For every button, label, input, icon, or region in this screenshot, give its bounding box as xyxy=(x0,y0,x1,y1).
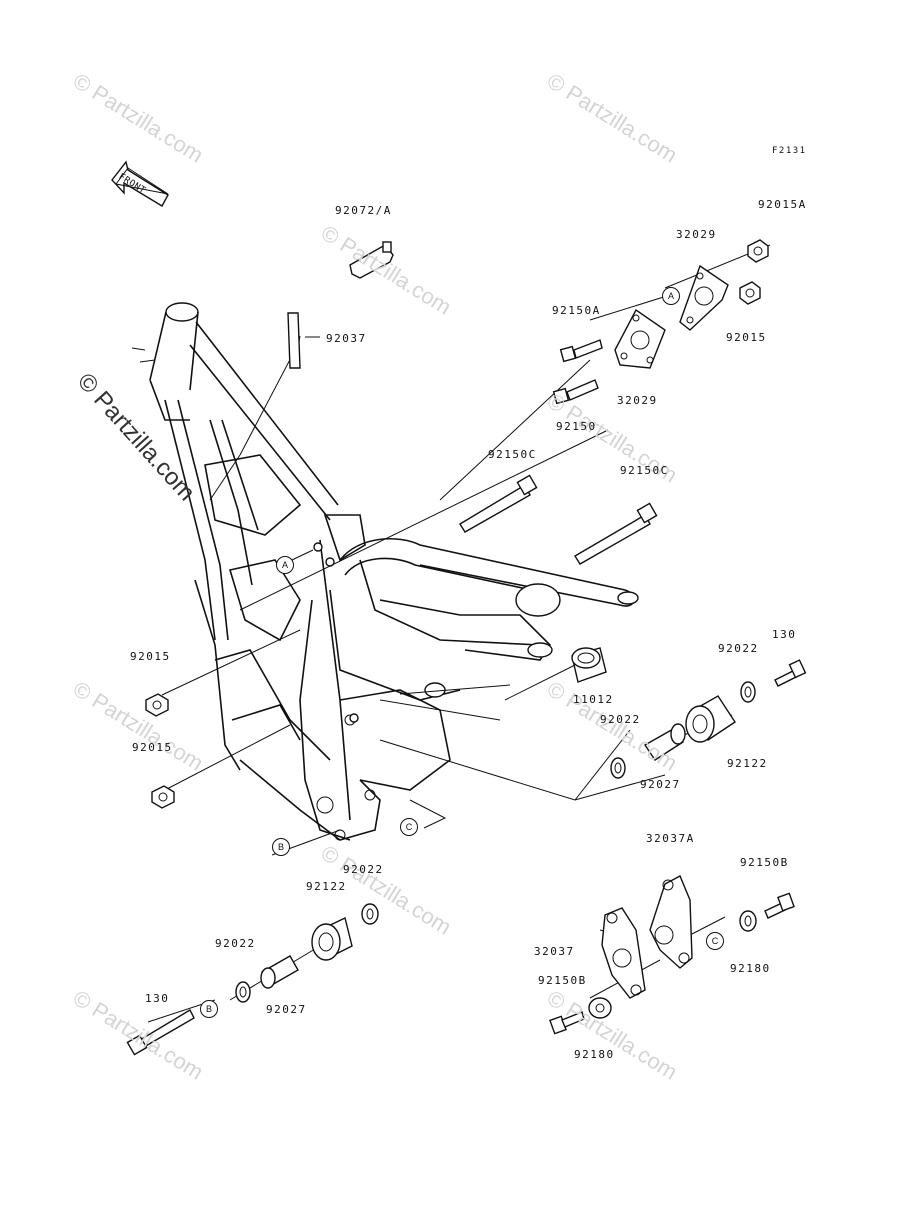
part-label-130-bottom: 130 xyxy=(145,992,170,1005)
bolt-92150A xyxy=(559,339,603,363)
bushing-92122-right xyxy=(685,695,736,743)
part-label-92122-right: 92122 xyxy=(727,757,768,770)
part-label-92015-left2: 92015 xyxy=(132,741,173,754)
nut-92015-left1 xyxy=(145,693,169,717)
bolt-92150C-right xyxy=(574,502,658,565)
part-label-92150c-left: 92150C xyxy=(488,448,537,461)
part-label-92015-left1: 92015 xyxy=(130,650,171,663)
callout-b: B xyxy=(272,838,290,856)
plate-32029-top xyxy=(679,264,729,331)
washer-92180-right xyxy=(739,910,757,932)
part-label-32037: 32037 xyxy=(534,945,575,958)
callout-a: A xyxy=(662,287,680,305)
plate-32037 xyxy=(601,907,646,999)
bushing-92122-bottom xyxy=(311,916,353,961)
washer-92022-bottom1 xyxy=(235,981,251,1003)
part-label-130-right: 130 xyxy=(772,628,797,641)
part-label-92022-bottom1: 92022 xyxy=(215,937,256,950)
part-label-32029-bottom: 32029 xyxy=(617,394,658,407)
bolt-92150 xyxy=(552,379,599,405)
callout-c: C xyxy=(400,818,418,836)
callout-b: B xyxy=(200,1000,218,1018)
collar-92027-bottom xyxy=(260,955,299,989)
bolt-130-bottom xyxy=(126,1009,195,1056)
part-label-11012: 11012 xyxy=(573,693,614,706)
part-label-92022-bottom2: 92022 xyxy=(343,863,384,876)
front-arrow-icon xyxy=(111,160,169,207)
figure-code: F2131 xyxy=(772,146,807,156)
part-label-32029-top: 32029 xyxy=(676,228,717,241)
washer-92180-bottom xyxy=(588,997,612,1019)
part-label-92027-bottom: 92027 xyxy=(266,1003,307,1016)
frame-body xyxy=(131,302,639,841)
part-label-92015-right: 92015 xyxy=(726,331,767,344)
bolt-92150B-right xyxy=(764,892,795,919)
collar-11012 xyxy=(571,647,607,683)
part-label-92022-mid: 92022 xyxy=(600,713,641,726)
part-label-92150c-right: 92150C xyxy=(620,464,669,477)
part-label-92072a: 92072/A xyxy=(335,204,392,217)
bolt-130-right xyxy=(774,659,807,687)
part-label-92027-right: 92027 xyxy=(640,778,681,791)
part-label-92180-right: 92180 xyxy=(730,962,771,975)
part-label-92015a: 92015A xyxy=(758,198,807,211)
plate-32037A xyxy=(649,875,693,969)
part-label-92180-bottom: 92180 xyxy=(574,1048,615,1061)
bolt-92150B-left xyxy=(549,1011,585,1035)
part-label-92150a: 92150A xyxy=(552,304,601,317)
nut-92015-left2 xyxy=(151,785,175,809)
plate-32029-bottom xyxy=(614,308,666,369)
washer-92022-right xyxy=(740,681,756,703)
washer-92022-bottom2 xyxy=(361,903,379,925)
part-label-92022-right: 92022 xyxy=(718,642,759,655)
callout-a: A xyxy=(276,556,294,574)
nut-92015-right xyxy=(739,281,761,305)
bolt-92150C-left xyxy=(459,474,538,533)
bracket-92072A xyxy=(349,241,394,279)
clip-92037 xyxy=(287,312,301,369)
part-label-92150b-left: 92150B xyxy=(538,974,587,987)
callout-c: C xyxy=(706,932,724,950)
part-label-92122-bottom: 92122 xyxy=(306,880,347,893)
part-label-32037a: 32037A xyxy=(646,832,695,845)
part-label-92150: 92150 xyxy=(556,420,597,433)
collar-92027-right xyxy=(644,723,686,761)
part-label-92150b-right: 92150B xyxy=(740,856,789,869)
nut-92015A xyxy=(747,239,769,263)
part-label-92037: 92037 xyxy=(326,332,367,345)
washer-92022-mid xyxy=(610,757,626,779)
